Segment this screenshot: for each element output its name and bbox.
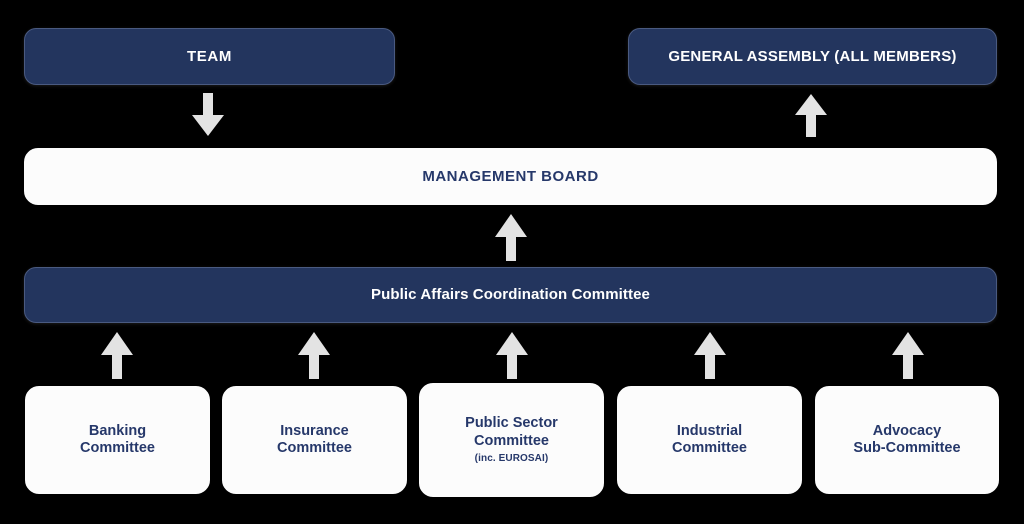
node-management-board[interactable]: MANAGEMENT BOARD <box>24 148 997 205</box>
node-industrial-committee[interactable]: Industrial Committee <box>617 386 802 494</box>
arrow-up-management-board-to-general-assembly <box>793 93 829 137</box>
committee-line2: Committee <box>277 440 352 456</box>
node-general-assembly[interactable]: GENERAL ASSEMBLY (ALL MEMBERS) <box>628 28 997 85</box>
committee-line2: Committee <box>80 440 155 456</box>
node-general-assembly-label: GENERAL ASSEMBLY (ALL MEMBERS) <box>668 47 957 65</box>
committee-line2: Committee <box>474 432 549 449</box>
arrow-up-banking-committee <box>99 331 135 379</box>
arrow-up-insurance-committee <box>296 331 332 379</box>
committee-line1: Insurance <box>280 422 349 439</box>
node-team[interactable]: TEAM <box>24 28 395 85</box>
committee-sublabel: (inc. EUROSAI) <box>474 452 549 464</box>
committee-line2: Committee <box>672 440 747 456</box>
node-insurance-committee[interactable]: Insurance Committee <box>222 386 407 494</box>
node-banking-committee[interactable]: Banking Committee <box>25 386 210 494</box>
node-advocacy-sub-committee[interactable]: Advocacy Sub-Committee <box>815 386 999 494</box>
node-public-affairs-coordination-committee[interactable]: Public Affairs Coordination Committee <box>24 267 997 323</box>
committee-line1: Advocacy <box>872 422 942 439</box>
node-team-label: TEAM <box>187 47 232 65</box>
committee-line1: Public Sector <box>465 415 558 432</box>
node-management-board-label: MANAGEMENT BOARD <box>422 167 599 185</box>
committee-line2: Sub-Committee <box>853 440 961 456</box>
node-public-affairs-label: Public Affairs Coordination Committee <box>371 286 650 304</box>
arrow-down-team-to-management-board <box>190 93 226 137</box>
arrow-up-public-sector-committee <box>494 331 530 379</box>
committee-line1: Industrial <box>676 422 743 439</box>
arrow-up-advocacy-sub-committee <box>890 331 926 379</box>
node-public-sector-committee[interactable]: Public Sector Committee (inc. EUROSAI) <box>419 383 604 497</box>
arrow-up-industrial-committee <box>692 331 728 379</box>
committee-line1: Banking <box>88 422 147 439</box>
arrow-up-public-affairs-to-management-board <box>493 213 529 261</box>
